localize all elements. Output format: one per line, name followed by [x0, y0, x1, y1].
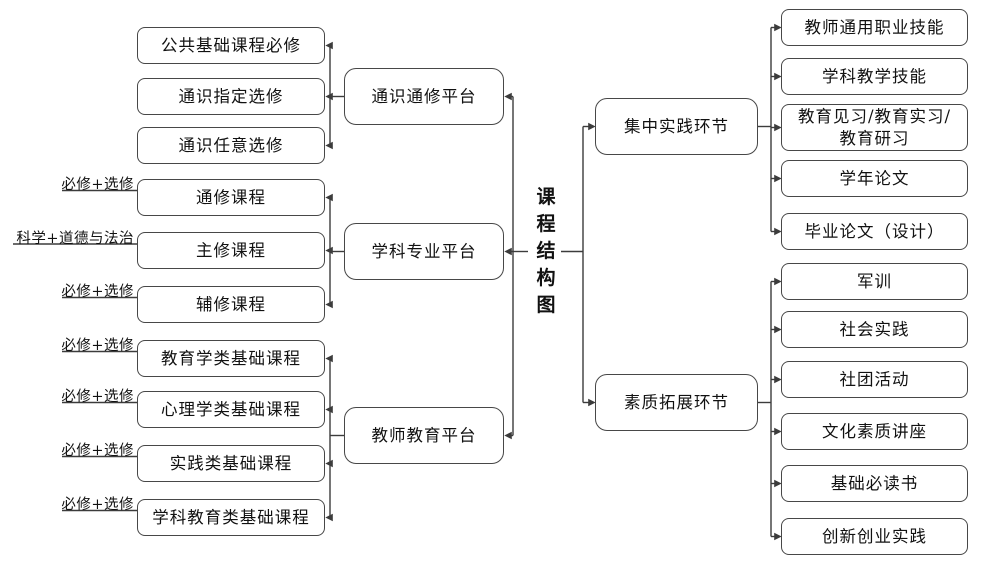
leaf-innovation-entrepreneurship-practice: 创新创业实践 [781, 518, 968, 555]
platform-subject-major: 学科专业平台 [344, 223, 504, 280]
leaf-graduation-thesis: 毕业论文（设计） [781, 213, 968, 250]
arrowheads [325, 23, 782, 541]
leaf-general-free-electives: 通识任意选修 [137, 127, 325, 164]
leaf-public-basic-required-courses: 公共基础课程必修 [137, 27, 325, 64]
leaf-teacher-general-skills: 教师通用职业技能 [781, 9, 968, 46]
note-required-plus-elective: 必修+选修 [61, 497, 134, 513]
leaf-practice-basic-courses: 实践类基础课程 [137, 445, 325, 482]
leaf-minor-courses: 辅修课程 [137, 286, 325, 323]
leaf-psychology-basic-courses: 心理学类基础课程 [137, 391, 325, 428]
note-required-plus-elective: 必修+选修 [61, 389, 134, 405]
leaf-education-internship: 教育见习/教育实习/ 教育研习 [781, 104, 968, 151]
note-required-plus-elective: 必修+选修 [61, 443, 134, 459]
leaf-social-practice: 社会实践 [781, 311, 968, 348]
note-required-plus-elective: 必修+选修 [61, 177, 134, 193]
note-science-morality-law: 科学+道德与法治 [16, 230, 134, 247]
diagram-title: 课程结构图 [536, 186, 556, 316]
platform-teacher-education: 教师教育平台 [344, 407, 504, 464]
leaf-major-courses: 主修课程 [137, 232, 325, 269]
note-required-plus-elective: 必修+选修 [61, 338, 134, 354]
leaf-subject-teaching-skills: 学科教学技能 [781, 58, 968, 95]
leaf-common-courses: 通修课程 [137, 179, 325, 216]
platform-general-education: 通识通修平台 [344, 68, 504, 125]
leaf-culture-quality-lectures: 文化素质讲座 [781, 413, 968, 450]
note-required-plus-elective: 必修+选修 [61, 284, 134, 300]
leaf-military-training: 军训 [781, 263, 968, 300]
leaf-pedagogy-basic-courses: 教育学类基础课程 [137, 340, 325, 377]
hub-quality-development: 素质拓展环节 [595, 374, 758, 431]
leaf-basic-required-reading: 基础必读书 [781, 465, 968, 502]
hub-concentrated-practice: 集中实践环节 [595, 98, 758, 155]
leaf-annual-thesis: 学年论文 [781, 160, 968, 197]
leaf-club-activities: 社团活动 [781, 361, 968, 398]
leaf-subject-education-basic-courses: 学科教育类基础课程 [137, 499, 325, 536]
leaf-general-designated-electives: 通识指定选修 [137, 78, 325, 115]
